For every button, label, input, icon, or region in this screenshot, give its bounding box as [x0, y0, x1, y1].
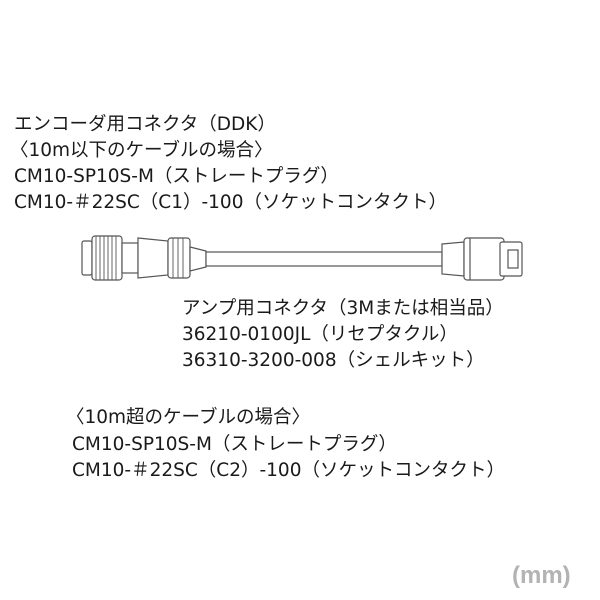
encoder-contact-part: CM10-＃22SC（C1）-100（ソケットコンタクト）	[14, 192, 447, 213]
over-10m-plug-part: CM10-SP10S-M（ストレートプラグ）	[72, 434, 397, 455]
amp-connector	[441, 237, 523, 281]
unit-label: (mm)	[512, 562, 571, 589]
encoder-plug-part: CM10-SP10S-M（ストレートプラグ）	[14, 166, 339, 187]
over-10m-contact-part: CM10-＃22SC（C2）-100（ソケットコンタクト）	[72, 460, 505, 481]
amp-connector-title: アンプ用コネクタ（3Mまたは相当品）	[182, 298, 504, 319]
encoder-connector-title: エンコーダ用コネクタ（DDK）	[14, 114, 276, 135]
amp-shell-kit-part: 36310-3200-008（シェルキット）	[182, 350, 485, 371]
encoder-condition-under-10m: 〈10m以下のケーブルの場合〉	[10, 140, 273, 161]
cable-body	[205, 251, 443, 267]
condition-over-10m: 〈10m超のケーブルの場合〉	[66, 407, 310, 428]
amp-receptacle-part: 36210-0100JL（リセプタクル）	[182, 324, 458, 345]
straight-plug	[81, 235, 207, 281]
cable-diagram	[81, 235, 523, 281]
